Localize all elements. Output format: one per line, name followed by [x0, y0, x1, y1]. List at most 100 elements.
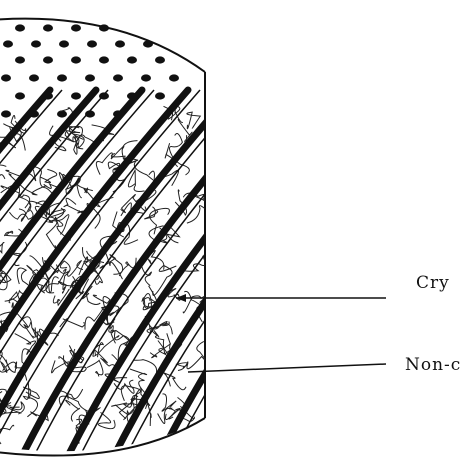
tangle-chain: [52, 288, 70, 307]
tangle-chain: [0, 242, 5, 255]
crystalline-fibril: [0, 86, 192, 452]
tangle-chain: [146, 250, 165, 270]
tangle-chain: [0, 185, 31, 209]
tangle-chain: [18, 200, 45, 222]
tangle-chain: [82, 285, 101, 305]
tangle-chain: [97, 412, 116, 430]
tangle-chain: [9, 401, 25, 415]
tangle-chain: [22, 386, 40, 399]
tangle-chain: [144, 315, 160, 338]
tangle-chain: [82, 235, 113, 264]
crystalline-fibril: [154, 86, 205, 452]
tangle-chain: [0, 133, 26, 151]
crystalline-fibrils: [0, 86, 205, 452]
crystalline-fibril: [0, 86, 205, 452]
pore-dot: [1, 110, 11, 118]
tangle-chain: [58, 395, 92, 413]
crystalline-fibril: [62, 86, 205, 452]
crystalline-label: Cry: [416, 273, 450, 293]
tangle-chain: [0, 405, 7, 420]
tangle-chain: [0, 360, 17, 373]
pore-dot: [169, 74, 179, 82]
tangle-chain: [186, 111, 202, 130]
pore-dot: [43, 56, 53, 64]
pore-dot: [71, 56, 81, 64]
crystalline-arrowhead: [176, 294, 186, 302]
pore-dot: [31, 40, 41, 48]
crystalline-fibril-edge: [0, 89, 155, 452]
tangle-chain: [89, 260, 105, 285]
tangle-chain: [168, 133, 183, 158]
pore-dot: [155, 92, 165, 100]
tangle-chain: [93, 342, 108, 364]
crystalline-fibril-edge: [123, 89, 205, 452]
tangle-chain: [45, 216, 59, 250]
non-crystalline-leader-line: [187, 363, 387, 373]
tangle-chain: [175, 361, 189, 371]
tangle-chain: [161, 393, 177, 412]
tangle-chain: [65, 399, 81, 422]
pore-dot: [3, 40, 13, 48]
tangle-chain: [120, 194, 147, 214]
crystalline-fibril: [0, 86, 100, 452]
pore-dot: [57, 110, 67, 118]
tangle-chain: [86, 359, 104, 377]
tangle-chain: [186, 194, 205, 224]
crystalline-fibril: [16, 86, 205, 452]
tangle-chain: [167, 105, 181, 121]
tangle-chain: [158, 320, 170, 327]
tangle-chain: [8, 209, 34, 220]
tangle-chain: [49, 125, 67, 152]
tangle-chain: [10, 114, 27, 134]
pore-dot: [29, 74, 39, 82]
tangle-chain: [0, 405, 22, 422]
tangle-chain: [139, 260, 152, 287]
tangle-chain: [186, 340, 205, 370]
pore-dot: [141, 74, 151, 82]
crystalline-fibril-edge: [31, 89, 205, 452]
tangle-chain: [113, 379, 135, 394]
pore-dot: [127, 56, 137, 64]
pore-dot: [71, 92, 81, 100]
tangle-chain: [3, 123, 22, 143]
pore-dot: [15, 92, 25, 100]
pore-dot: [43, 24, 53, 32]
tangle-chain: [59, 260, 71, 291]
tangle-chain: [14, 333, 37, 355]
pore-dot: [115, 40, 125, 48]
tangle-chain: [27, 165, 57, 199]
non-crystalline-label: Non-c: [405, 355, 461, 375]
pore-dot: [57, 74, 67, 82]
tangle-chain: [152, 264, 177, 296]
crystalline-fibril-edge: [169, 89, 205, 452]
pore-dot: [85, 74, 95, 82]
tangle-chain: [63, 197, 84, 214]
pore-dot-icon: [1, 24, 179, 118]
tangle-chain: [149, 207, 170, 235]
crystalline-fibril-edge: [0, 89, 201, 452]
tangle-chain: [107, 161, 124, 175]
tangle-chain: [110, 329, 130, 345]
tangle-chain: [120, 202, 144, 217]
tangle-chain: [59, 318, 86, 328]
tangle-chain: [32, 328, 59, 346]
tangle-chain: [48, 214, 70, 235]
tangle-chain: [130, 388, 151, 406]
pore-dot: [15, 24, 25, 32]
pore-dot: [99, 24, 109, 32]
tangle-chain: [0, 269, 12, 284]
tangle-chain: [58, 388, 84, 401]
tangle-chain: [22, 381, 38, 418]
tangle-chain: [55, 259, 84, 277]
crystalline-fibril-edge: [0, 89, 109, 452]
tangle-chain: [154, 334, 166, 355]
tangle-chain: [0, 272, 8, 298]
pore-dot: [1, 74, 11, 82]
tangle-chain: [36, 276, 59, 293]
tangle-chain: [77, 203, 101, 229]
pore-dot: [155, 56, 165, 64]
tangle-chain: [167, 288, 181, 301]
crystalline-fibril-edge: [77, 89, 205, 452]
pore-dot: [85, 110, 95, 118]
